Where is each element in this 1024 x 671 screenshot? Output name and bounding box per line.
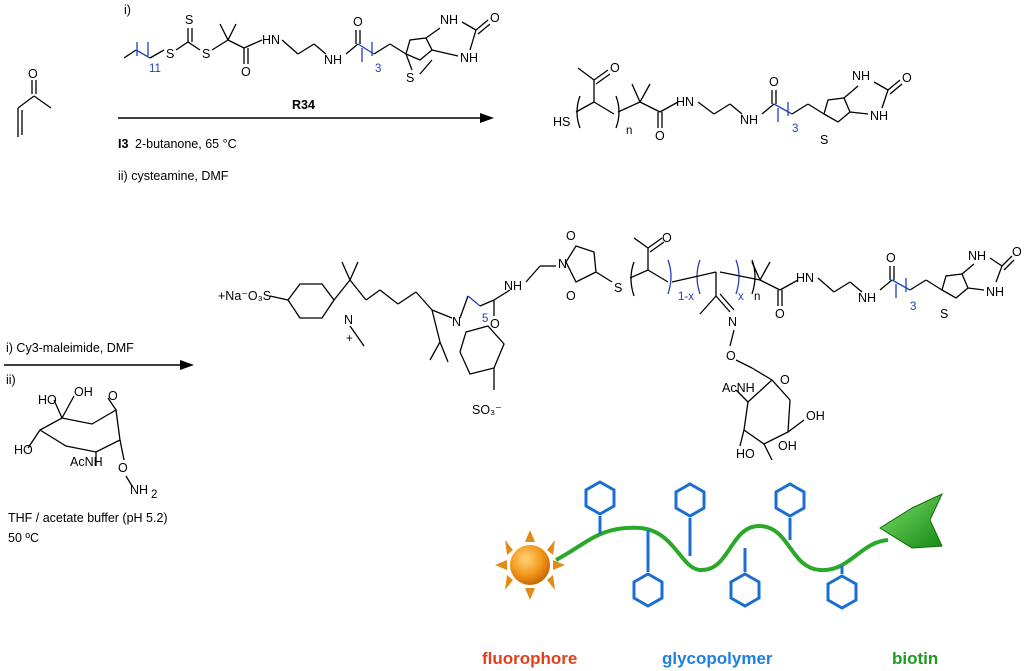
step1-label-ii: ii) cysteamine, DMF: [118, 169, 229, 183]
svg-text:HN: HN: [796, 271, 814, 285]
svg-text:OH: OH: [806, 409, 825, 423]
sugar-hexagon-icon: [826, 566, 858, 610]
svg-text:n: n: [626, 125, 632, 137]
aminooxy-galnac: O HO OH HO AcNH O NH 3: [14, 385, 148, 497]
svg-text:NH: NH: [460, 51, 478, 65]
svg-text:+Na⁻O₃S: +Na⁻O₃S: [218, 289, 271, 303]
svg-text:5: 5: [482, 313, 488, 325]
svg-text:O: O: [769, 75, 779, 89]
step2-arrowhead: [180, 360, 194, 370]
sugar-hexagon-icon: [584, 480, 616, 534]
svg-text:HS: HS: [553, 115, 570, 129]
svg-text:N: N: [728, 315, 737, 329]
subscript-11: 11: [149, 63, 161, 75]
svg-text:N: N: [558, 257, 567, 271]
sugar-hexagon-icon: [674, 482, 706, 556]
svg-text:NH: NH: [852, 69, 870, 83]
biotin-arrow-icon: [879, 492, 944, 549]
svg-text:O: O: [1012, 245, 1022, 259]
svg-text:N: N: [452, 315, 461, 329]
svg-text:HN: HN: [676, 95, 694, 109]
svg-text:O: O: [902, 71, 912, 85]
svg-text:S: S: [820, 133, 828, 147]
svg-text:NH: NH: [504, 279, 522, 293]
svg-text:n: n: [754, 291, 760, 303]
svg-text:O: O: [118, 461, 128, 475]
step1-arrowhead: [480, 113, 494, 123]
step2-conditions-2: 50 ºC: [8, 531, 39, 545]
svg-text:O: O: [566, 289, 576, 303]
svg-text:O: O: [490, 11, 500, 25]
svg-text:AcNH: AcNH: [722, 381, 755, 395]
legend-fluorophore: fluorophore: [482, 649, 577, 668]
svg-text:HO: HO: [736, 447, 755, 461]
step2-label-ii: ii): [6, 373, 16, 387]
svg-text:O: O: [108, 389, 118, 403]
svg-text:+: +: [346, 333, 353, 345]
svg-text:N: N: [344, 313, 353, 327]
sugar-hexagon-icon: [774, 482, 806, 540]
svg-text:O: O: [353, 15, 363, 29]
svg-text:x: x: [738, 291, 744, 303]
svg-text:O: O: [610, 61, 620, 75]
sugar-hexagon-icon: [632, 530, 664, 608]
sun-icon: [495, 530, 565, 600]
svg-text:OH: OH: [74, 385, 93, 399]
svg-text:O: O: [775, 307, 785, 321]
svg-text:OH: OH: [778, 439, 797, 453]
atom-o: O: [28, 67, 38, 81]
step1-initiator: I3: [118, 137, 128, 151]
svg-text:O: O: [566, 229, 576, 243]
svg-text:AcNH: AcNH: [70, 455, 103, 469]
raft-agent-r34: 11 S S S O HN NH O 3 S NH: [123, 11, 500, 85]
svg-text:S: S: [406, 71, 414, 85]
svg-text:NH: NH: [968, 249, 986, 263]
svg-text:S: S: [185, 13, 193, 27]
svg-text:NH: NH: [870, 109, 888, 123]
svg-text:NH: NH: [986, 285, 1004, 299]
sugar-hexagon-icon: [729, 548, 761, 608]
svg-text:3: 3: [910, 301, 916, 313]
svg-text:NH: NH: [130, 483, 148, 497]
product-hs-polymer: HS O n O HN NH O 3 S NH: [553, 61, 912, 147]
polymer-backbone: [555, 523, 889, 573]
svg-text:NH: NH: [324, 53, 342, 67]
svg-text:O: O: [780, 373, 790, 387]
svg-text:HO: HO: [14, 443, 33, 457]
svg-text:HO: HO: [38, 393, 57, 407]
step2-label-i: i) Cy3-maleimide, DMF: [6, 341, 134, 355]
conjugate-cartoon: [495, 480, 944, 610]
nh2-subscript: 2: [151, 489, 157, 501]
svg-text:HN: HN: [262, 33, 280, 47]
svg-text:NH: NH: [440, 13, 458, 27]
svg-text:SO₃⁻: SO₃⁻: [472, 403, 502, 417]
svg-text:O: O: [662, 231, 672, 245]
svg-text:S: S: [166, 47, 174, 61]
svg-text:NH: NH: [858, 291, 876, 305]
monomer-butenone: O: [17, 67, 52, 137]
legend-biotin: biotin: [892, 649, 938, 668]
svg-text:O: O: [490, 317, 500, 331]
svg-text:1-x: 1-x: [678, 291, 694, 303]
cy3-fluorophore-structure: +Na⁻O₃S N + N SO₃⁻ 5 O NH N O O: [218, 229, 622, 417]
svg-text:S: S: [614, 281, 622, 295]
svg-text:3: 3: [792, 123, 798, 135]
svg-text:O: O: [241, 65, 251, 79]
glycopolymer-biotin-structure: O 1-x N O x n O HN NH O: [629, 231, 1022, 461]
step2-conditions-1: THF / acetate buffer (pH 5.2): [8, 511, 168, 525]
svg-text:O: O: [726, 349, 736, 363]
svg-text:NH: NH: [740, 113, 758, 127]
step1-label-i: i): [124, 3, 131, 17]
step1-conditions: 2-butanone, 65 °C: [135, 137, 237, 151]
svg-text:O: O: [886, 251, 896, 265]
step1-agent: R34: [292, 98, 315, 112]
svg-text:O: O: [655, 129, 665, 143]
svg-text:S: S: [940, 307, 948, 321]
legend-glycopolymer: glycopolymer: [662, 649, 773, 668]
subscript-3: 3: [375, 63, 381, 75]
svg-text:S: S: [202, 47, 210, 61]
